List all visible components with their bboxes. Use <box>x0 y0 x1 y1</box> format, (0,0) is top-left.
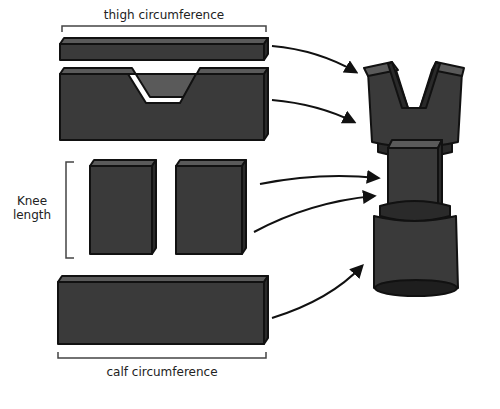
dimension-bracket <box>58 352 266 358</box>
brackets <box>58 26 266 358</box>
dimension-bracket <box>66 162 74 258</box>
arrows <box>254 46 378 318</box>
knee-piece <box>176 160 246 254</box>
thigh-piece <box>60 68 268 140</box>
arrow <box>272 100 354 122</box>
calf-piece <box>58 276 268 344</box>
knee-piece <box>90 160 156 254</box>
arrow <box>260 176 378 184</box>
dimension-label: thigh circumference <box>74 8 254 22</box>
assembled-brace <box>364 62 464 296</box>
dimension-label: Knee length <box>8 194 56 222</box>
dimension-label: calf circumference <box>72 365 252 379</box>
arrow <box>272 266 362 318</box>
thigh-strip <box>60 38 268 60</box>
arrow <box>272 46 356 72</box>
arrow <box>254 196 374 232</box>
dimension-bracket <box>62 26 266 32</box>
